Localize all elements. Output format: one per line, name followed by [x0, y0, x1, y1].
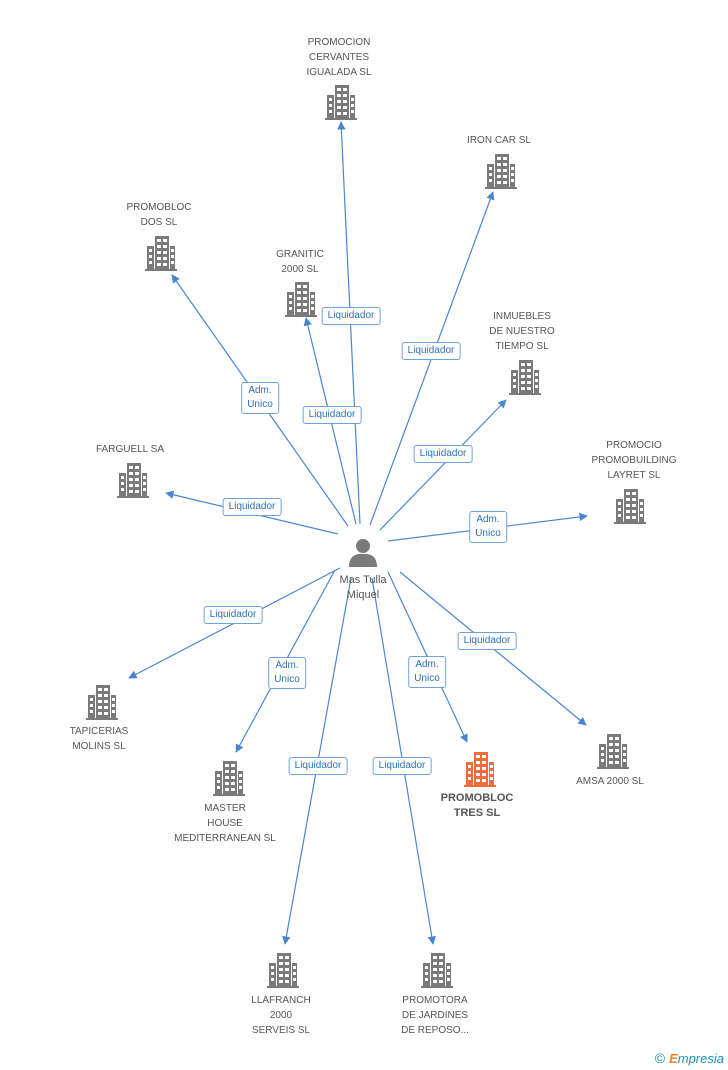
building-icon-master-house[interactable] — [213, 761, 245, 796]
node-label-iron-car[interactable]: IRON CAR SL — [467, 135, 531, 146]
edge-label-iron-car[interactable]: Liquidador — [401, 342, 461, 360]
edge-label-tapicerias-molins[interactable]: Liquidador — [203, 606, 263, 624]
node-label-amsa-2000[interactable]: AMSA 2000 SL — [576, 776, 644, 787]
edge-label-llafranch-2000[interactable]: Liquidador — [288, 757, 348, 775]
edge-label-promocion-cervantes[interactable]: Liquidador — [321, 307, 381, 325]
node-label-granitic-2000[interactable]: GRANITIC 2000 SL — [276, 249, 324, 275]
edge-label-granitic-2000[interactable]: Liquidador — [302, 406, 362, 424]
edge-label-farguell[interactable]: Liquidador — [222, 498, 282, 516]
icons-layer — [86, 85, 646, 988]
building-icon-promotora-jardines[interactable] — [421, 953, 453, 988]
person-icon[interactable] — [349, 539, 377, 567]
building-icon-llafranch-2000[interactable] — [267, 953, 299, 988]
edge-label-promocio-promobuilding[interactable]: Adm. Unico — [469, 511, 507, 543]
building-icon-farguell[interactable] — [117, 463, 149, 498]
building-icon-promobloc-dos[interactable] — [145, 236, 177, 271]
copyright-icon: © — [654, 1050, 666, 1066]
node-label-llafranch-2000[interactable]: LLAFRANCH 2000 SERVEIS SL — [251, 995, 311, 1036]
node-label-promocion-cervantes[interactable]: PROMOCION CERVANTES IGUALADA SL — [306, 37, 372, 78]
footer-brand[interactable]: ©Empresia — [655, 1050, 724, 1066]
edge-label-master-house[interactable]: Adm. Unico — [268, 657, 306, 689]
edge-label-inmuebles-nuestro-tiempo[interactable]: Liquidador — [413, 445, 473, 463]
node-label-promotora-jardines[interactable]: PROMOTORA DE JARDINES DE REPOSO... — [401, 995, 469, 1036]
building-icon-inmuebles-nuestro-tiempo[interactable] — [509, 360, 541, 395]
building-icon-promocion-cervantes[interactable] — [325, 85, 357, 120]
node-label-master-house[interactable]: MASTER HOUSE MEDITERRANEAN SL — [174, 803, 276, 844]
node-label-inmuebles-nuestro-tiempo[interactable]: INMUEBLES DE NUESTRO TIEMPO SL — [489, 311, 555, 352]
node-label-tapicerias-molins[interactable]: TAPICERIAS MOLINS SL — [69, 726, 129, 752]
node-label-farguell[interactable]: FARGUELL SA — [96, 444, 164, 455]
building-icon-promobloc-tres[interactable] — [464, 752, 496, 787]
person-label[interactable]: Mas Tulla Miquel — [339, 574, 387, 601]
building-icon-amsa-2000[interactable] — [597, 734, 629, 769]
building-icon-promocio-promobuilding[interactable] — [614, 489, 646, 524]
edge-label-promobloc-tres[interactable]: Adm. Unico — [408, 656, 446, 688]
edge-label-amsa-2000[interactable]: Liquidador — [457, 632, 517, 650]
building-icon-iron-car[interactable] — [485, 154, 517, 189]
node-label-promobloc-dos[interactable]: PROMOBLOC DOS SL — [126, 202, 192, 228]
building-icon-tapicerias-molins[interactable] — [86, 685, 118, 720]
brand-logo-text: mpresia — [677, 1051, 724, 1066]
node-label-promocio-promobuilding[interactable]: PROMOCIO PROMOBUILDING LAYRET SL — [591, 440, 677, 481]
edge-label-promobloc-dos[interactable]: Adm. Unico — [241, 382, 279, 414]
brand-logo-e: E — [669, 1051, 678, 1066]
edge-label-promotora-jardines[interactable]: Liquidador — [372, 757, 432, 775]
building-icon-granitic-2000[interactable] — [285, 282, 317, 317]
node-label-promobloc-tres[interactable]: PROMOBLOC TRES SL — [440, 792, 514, 819]
edge-inmuebles-nuestro-tiempo — [379, 399, 507, 531]
